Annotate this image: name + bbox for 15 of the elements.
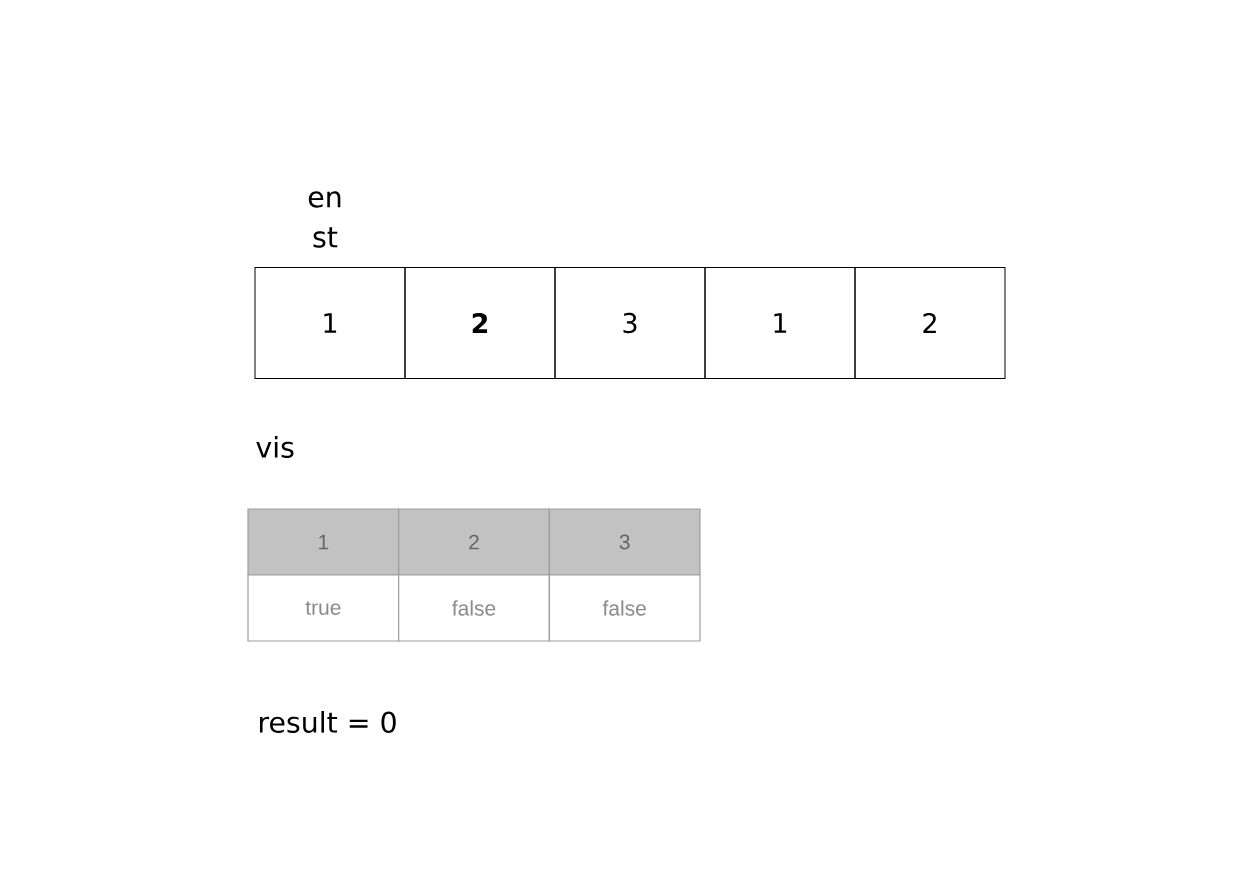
array-label: vis [256,436,294,458]
array-cell: 2 [854,267,1006,379]
array-cell: 1 [704,267,856,379]
table-cell: false [548,574,701,642]
table-cell: false [398,574,550,642]
pointer-label: st [313,227,338,248]
pointer-label: en [308,191,341,208]
result-text: result = 0 [260,711,396,733]
table-header-cell: 3 [548,508,701,576]
table-header-cell: 1 [247,508,400,576]
table-cell: true [247,574,400,642]
array-cell: 1 [254,267,406,379]
array-cell: 2 [404,267,556,379]
array-cell: 3 [554,267,706,379]
table-header-cell: 2 [398,508,550,576]
